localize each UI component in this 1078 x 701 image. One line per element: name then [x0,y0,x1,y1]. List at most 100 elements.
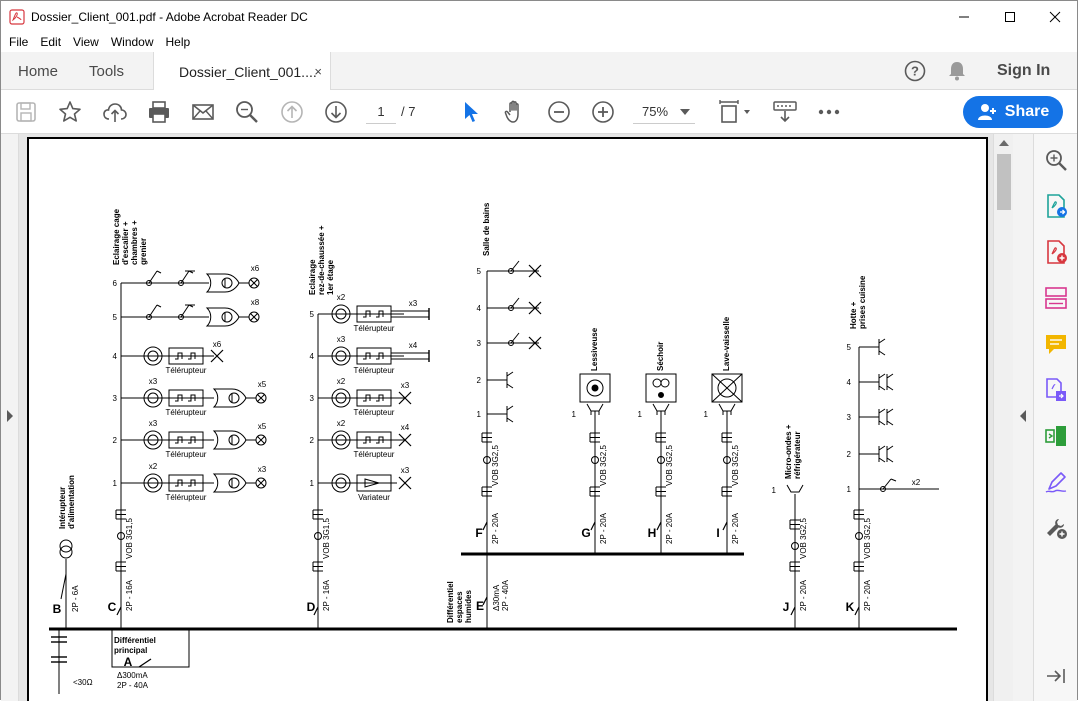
expand-left-panel-icon[interactable] [6,410,14,422]
circuit-c-switch-c5-blade [148,304,158,318]
collapse-right-panel-icon[interactable] [1019,410,1027,422]
circuit-d-multiplier-b-d3: x3 [401,381,410,390]
tab-document[interactable]: Dossier_Client_001.... × [153,52,331,91]
export-pdf-tool-button[interactable] [1042,192,1070,220]
add-person-icon [977,104,996,120]
fit-page-icon [719,100,750,123]
vertical-scrollbar[interactable] [993,134,1013,701]
circuit-c-switch2-c6-blade [180,270,190,284]
more-tools-button[interactable] [815,90,843,134]
circuit-d-telerupteur-d2-pulse-2 [376,436,384,444]
page-number-input[interactable]: 1 [366,100,396,124]
circuit-h-letter: H [648,526,657,540]
main-differential-rating: Δ300mA [117,671,148,680]
menu-file[interactable]: File [9,35,29,49]
circuit-c-telerupteur-c4-pulse [175,352,183,360]
scrolling-mode-button[interactable] [771,90,799,134]
previous-page-button[interactable] [278,90,306,134]
circuit-c-switch-c6-tick [156,270,162,274]
tab-tools[interactable]: Tools [89,62,125,80]
circuit-c-switch2-c5-blade [180,304,190,318]
help-icon[interactable]: ? [904,60,926,82]
page-total-label: / 7 [401,104,416,119]
circuit-d-breaker-rating: 2P - 16A [322,579,331,611]
compress-pdf-tool-button[interactable] [1042,422,1070,450]
share-button[interactable]: Share [963,96,1063,128]
arrow-to-right-icon [1047,669,1065,683]
circuit-c-lamp-c2 [255,434,267,446]
circuit-c-multiplier-c5: x8 [251,298,260,307]
comment-tool-button[interactable] [1042,330,1070,358]
circuit-d-variator-label: Variateur [358,493,390,502]
find-button[interactable] [233,90,261,134]
hand-icon [504,100,519,123]
circuit-b-switch-symbol [59,539,73,553]
circuit-d-level-number: 1 [310,479,315,488]
circuit-i-level-number: 1 [704,410,709,419]
organize-pages-icon [1045,287,1067,309]
search-tool-button[interactable] [1042,146,1070,174]
circuit-k-level-number: 4 [847,378,852,387]
acrobat-logo-icon [9,8,25,25]
scrollbar-thumb[interactable] [997,154,1011,210]
bookmark-star-button[interactable] [57,90,83,134]
save-button[interactable] [13,90,39,134]
circuit-c-lamp-c6 [248,277,260,289]
zoom-level-input[interactable]: 75% [633,100,695,124]
print-button[interactable] [145,90,173,134]
circuit-d-telerupteur-d3-box [356,389,392,407]
maximize-button[interactable] [987,1,1033,32]
zoom-dropdown-toggle[interactable] [677,90,693,134]
minimize-button[interactable] [941,1,987,32]
circuit-i-breaker [722,521,728,531]
zoom-in-button[interactable] [590,90,616,134]
menu-help[interactable]: Help [165,35,191,49]
select-tool-button[interactable] [457,90,485,134]
zoom-out-button[interactable] [546,90,572,134]
more-tools-panel-button[interactable] [1042,514,1070,542]
notifications-bell-icon[interactable] [947,60,967,82]
collapse-tools-panel-button[interactable] [1042,662,1070,690]
circuit-c-multiplier-c4: x6 [213,340,222,349]
circuit-f-level-number: 3 [477,339,482,348]
wrench-plus-icon [1047,519,1067,539]
circuit-c-switch2-c5-pivot [178,314,184,320]
circuit-i-cable-label: VOB 3G2,5 [731,445,740,486]
email-button[interactable] [189,90,217,134]
circuit-k-letter: K [846,600,855,614]
menu-window[interactable]: Window [110,35,154,49]
circuit-d-button-d2-outer [331,430,351,450]
sign-in-link[interactable]: Sign In [997,62,1051,79]
scroll-up-arrow-icon[interactable] [999,140,1009,146]
hand-tool-button[interactable] [501,90,529,134]
upload-cloud-button[interactable] [101,90,129,134]
circuit-d-telerupteur-d4-label: Télérupteur [354,366,395,375]
combine-files-tool-button[interactable] [1042,376,1070,404]
circuit-k-socket [878,408,886,426]
fill-sign-tool-button[interactable] [1042,468,1070,496]
circuit-d-button-d5-outer [331,304,351,324]
close-button[interactable] [1032,1,1078,32]
document-tab-close-button[interactable]: × [314,64,322,79]
circuit-c-button-c2-inner [147,434,159,446]
organize-pages-tool-button[interactable] [1042,284,1070,312]
circuit-d-button-d5-inner [335,308,347,320]
circuit-c-multiplier-a-c2: x3 [149,419,158,428]
circuit-f-cross-lamp-2 [528,336,542,350]
create-pdf-tool-button[interactable] [1042,238,1070,266]
next-page-button[interactable] [322,90,350,134]
circuit-c-lamp-c5-cross-2 [250,313,258,321]
circuit-g-appliance-box [579,373,611,403]
menu-view[interactable]: View [73,35,99,49]
share-button-label: Share [1004,103,1050,120]
tab-home[interactable]: Home [18,62,59,80]
page-fit-button[interactable] [717,90,753,134]
menu-edit[interactable]: Edit [40,35,62,49]
circuit-c-description: Eclairage cage [112,208,121,265]
circuit-f-switch-pivot [508,305,514,311]
circuit-c-multiplier-b-c1: x3 [258,465,267,474]
window-title: Dossier_Client_001.pdf - Adobe Acrobat R… [31,9,308,24]
circuit-j-description: Micro-ondes + [784,424,793,479]
